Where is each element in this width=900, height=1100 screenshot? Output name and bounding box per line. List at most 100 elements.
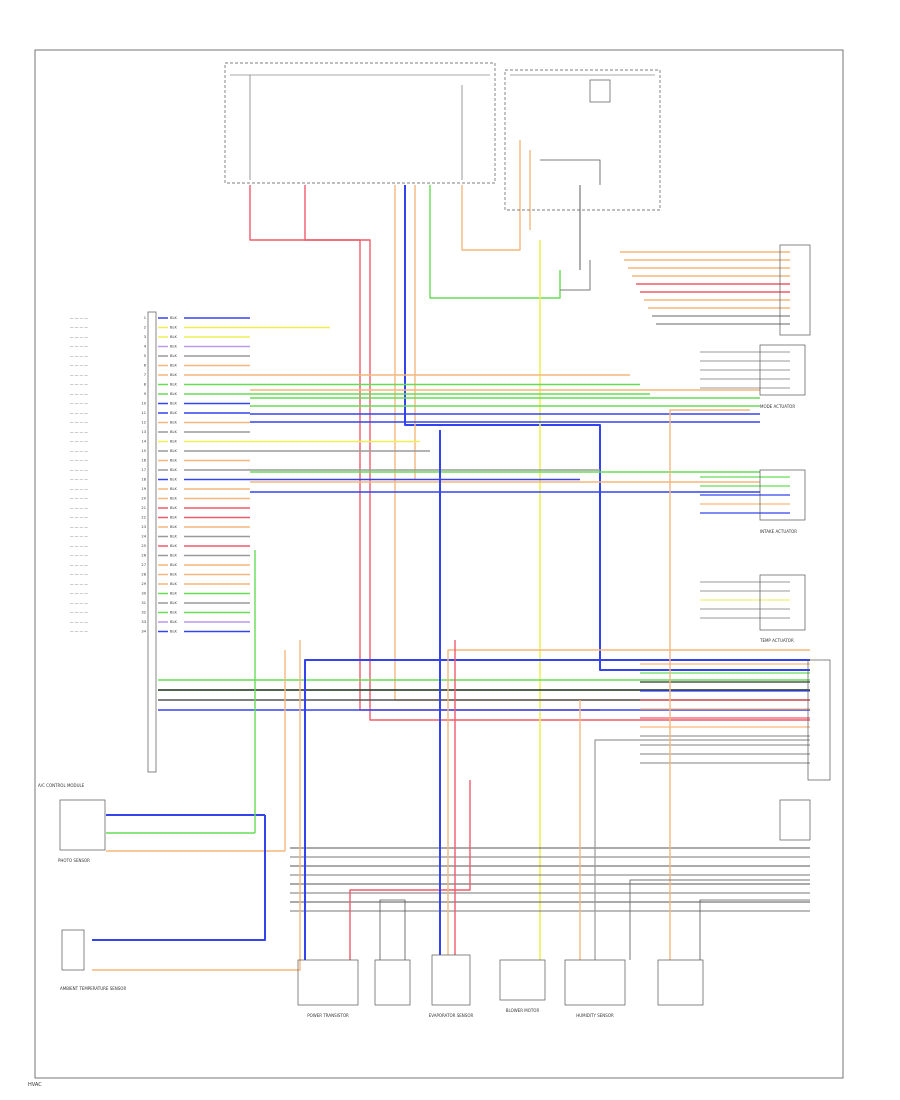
pin-number-0: 1: [144, 316, 146, 320]
wire-123: [594, 739, 810, 960]
blower-relay: [374, 959, 411, 1006]
pin-name-31: — — — —: [70, 611, 88, 615]
pin-color-9: BLK: [170, 402, 177, 406]
right-connector-top: [779, 244, 811, 336]
pin-color-25: BLK: [170, 554, 177, 558]
photo-sensor: [59, 799, 106, 851]
pin-number-13: 14: [141, 440, 146, 444]
wire-7: [540, 159, 601, 185]
wires-layer: [92, 74, 810, 971]
pin-color-33: BLK: [170, 630, 177, 634]
wire-9: [249, 185, 600, 711]
pin-label-bg-33: [168, 629, 184, 634]
pin-name-33: — — — —: [70, 630, 88, 634]
pin-number-1: 2: [144, 326, 146, 330]
pin-label-bg-6: [168, 372, 184, 378]
pin-name-26: — — — —: [70, 563, 88, 567]
pin-name-23: — — — —: [70, 535, 88, 539]
pin-number-9: 10: [141, 402, 146, 406]
pin-number-25: 26: [141, 554, 146, 558]
pin-color-24: BLK: [170, 544, 177, 548]
pin-label-bg-0: [168, 315, 184, 321]
pin-color-31: BLK: [170, 611, 177, 615]
temp-actuator-label: TEMP ACTUATOR: [759, 638, 794, 643]
pin-name-1: — — — —: [70, 326, 88, 330]
pin-label-bg-9: [168, 401, 184, 406]
pin-number-8: 9: [144, 392, 147, 396]
pin-name-22: — — — —: [70, 525, 88, 529]
humidity-unit: [657, 959, 704, 1006]
pin-name-4: — — — —: [70, 354, 88, 358]
diagram-frame: [34, 49, 844, 1079]
mode-actuator-label: MODE ACTUATOR: [760, 404, 795, 409]
wire-126: [379, 899, 406, 960]
pin-name-32: — — — —: [70, 620, 88, 624]
footer-code: HVAC: [28, 1082, 42, 1088]
ambient-sensor-label: AMBIENT TEMPERATURE SENSOR: [60, 986, 126, 991]
pin-number-22: 23: [141, 525, 146, 529]
pin-name-17: — — — —: [70, 478, 88, 482]
pin-color-21: BLK: [170, 516, 177, 520]
pin-number-10: 11: [141, 411, 146, 415]
pin-label-bg-2: [168, 334, 184, 340]
pin-label-bg-10: [168, 410, 184, 416]
pin-label-bg-5: [168, 363, 184, 368]
pin-name-29: — — — —: [70, 592, 88, 596]
pin-number-31: 32: [141, 611, 146, 615]
pin-color-26: BLK: [170, 563, 177, 567]
pin-name-20: — — — —: [70, 506, 88, 510]
intake-actuator: [759, 469, 806, 521]
power-transistor: [297, 959, 359, 1006]
relay-block: [504, 69, 661, 211]
pin-color-20: BLK: [170, 506, 177, 510]
pin-name-18: — — — —: [70, 487, 88, 491]
photo-sensor-label: PHOTO SENSOR: [58, 858, 90, 863]
wire-118: [349, 780, 471, 960]
pin-color-2: BLK: [170, 335, 177, 339]
pin-label-bg-32: [168, 619, 184, 625]
pin-label-bg-1: [168, 325, 184, 330]
blower-motor: [499, 959, 546, 1001]
pin-number-16: 17: [141, 468, 146, 472]
pin-label-bg-29: [168, 591, 184, 596]
wire-12: [404, 185, 810, 671]
pin-number-12: 13: [141, 430, 146, 434]
module-connector: [147, 311, 157, 773]
pin-number-17: 18: [141, 478, 146, 482]
pin-label-bg-15: [168, 458, 184, 463]
pin-name-24: — — — —: [70, 544, 88, 548]
pin-label-bg-8: [168, 391, 184, 397]
wire-15: [461, 185, 521, 251]
power-transistor-label: POWER TRANSISTOR: [307, 1013, 349, 1018]
wire-125: [629, 879, 810, 960]
pin-label-bg-24: [168, 543, 184, 549]
pin-color-15: BLK: [170, 459, 177, 463]
mode-actuator: [759, 344, 806, 396]
wire-120: [447, 649, 810, 955]
pin-number-4: 5: [144, 354, 146, 358]
pin-color-4: BLK: [170, 354, 177, 358]
ambient-sensor: [61, 929, 85, 971]
pin-color-13: BLK: [170, 440, 177, 444]
pin-label-bg-14: [168, 448, 184, 454]
pin-color-10: BLK: [170, 411, 177, 415]
pin-number-30: 31: [141, 601, 146, 605]
pin-label-bg-16: [168, 467, 184, 473]
pin-color-7: BLK: [170, 383, 177, 387]
pin-color-6: BLK: [170, 373, 177, 377]
pin-number-14: 15: [141, 449, 146, 453]
pin-name-6: — — — —: [70, 373, 88, 377]
pin-label-bg-31: [168, 610, 184, 615]
pin-color-16: BLK: [170, 468, 177, 472]
pin-label-bg-28: [168, 581, 184, 587]
pin-label-bg-7: [168, 382, 184, 387]
wire-124: [669, 409, 750, 960]
pin-number-19: 20: [141, 497, 146, 501]
pin-number-5: 6: [144, 364, 147, 368]
wire-113: [92, 815, 266, 941]
pin-name-12: — — — —: [70, 430, 88, 434]
pin-color-18: BLK: [170, 487, 177, 491]
pin-number-15: 16: [141, 459, 146, 463]
